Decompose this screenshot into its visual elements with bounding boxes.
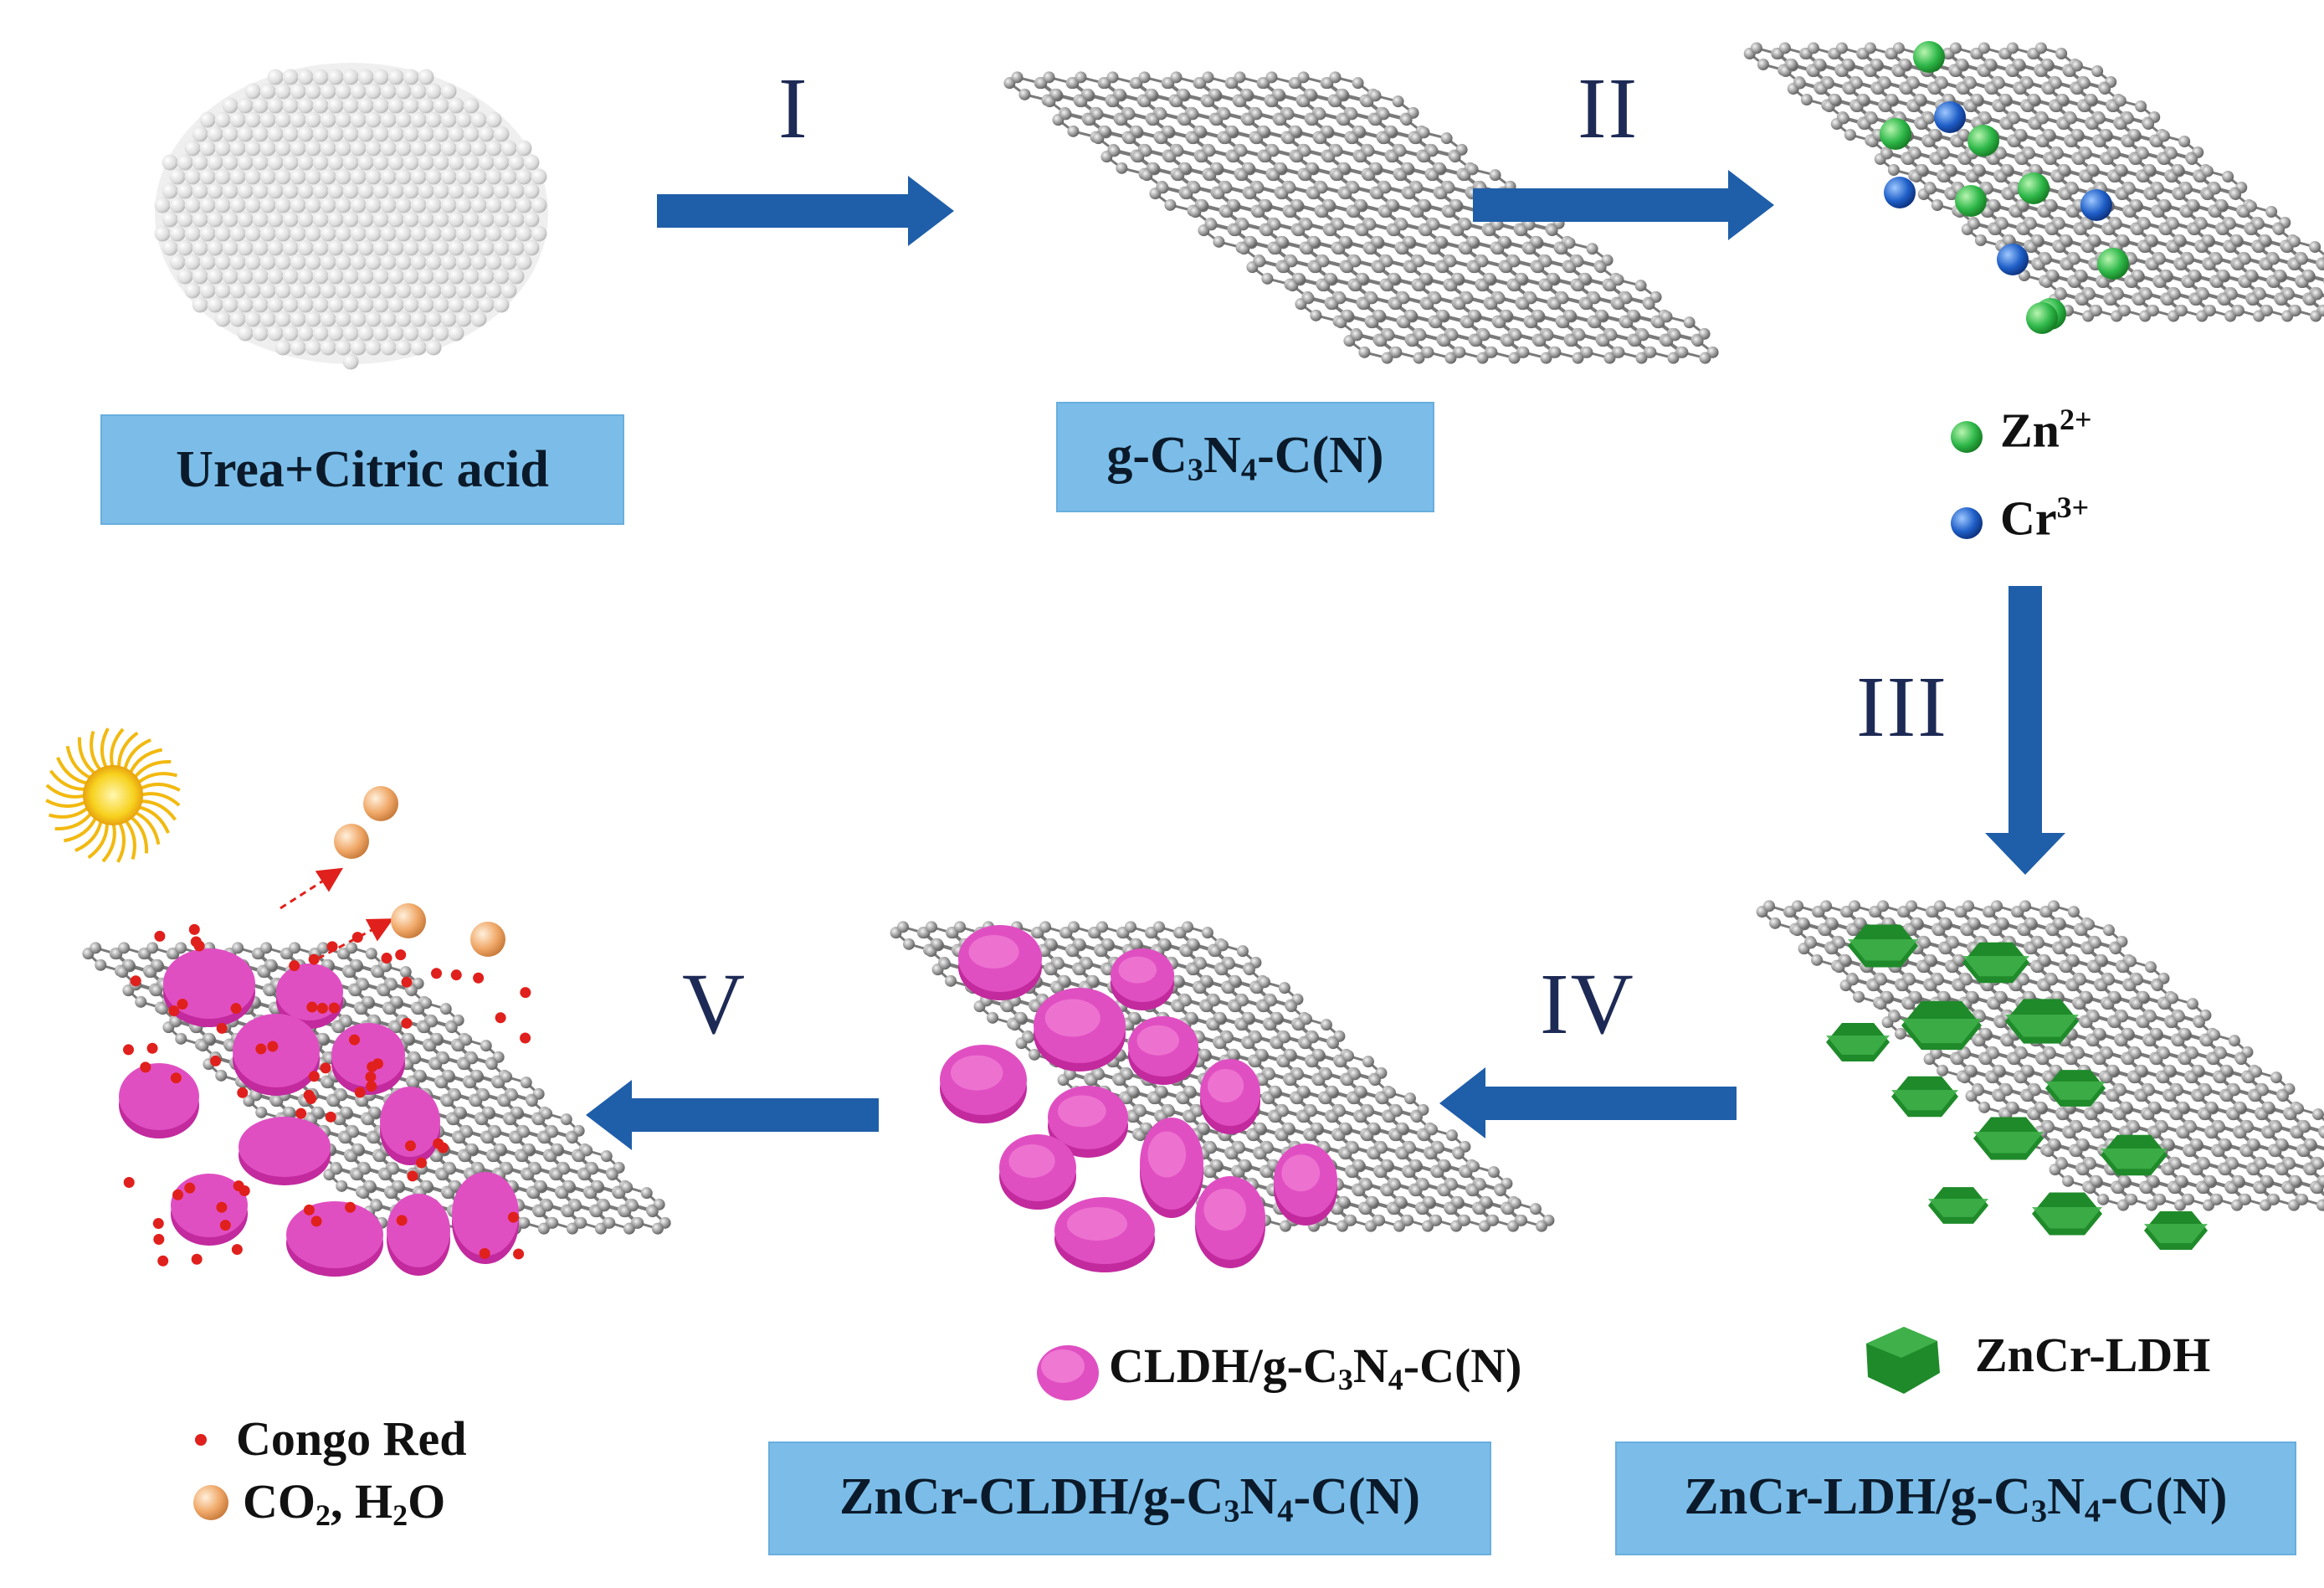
step-V-label: V [682,956,747,1052]
products-legend-icon [193,1485,228,1520]
photocatalysis-sheet [82,923,671,1277]
legend-znCr-ldh: ZnCr-LDH [1975,1328,2211,1382]
cr-ion-legend-icon [1951,507,1983,539]
step-IV-label: IV [1540,956,1635,1052]
legend-zn-ion: Zn2+ [2000,403,2092,458]
ion-loaded-sheet [1743,41,2324,334]
cldh-loaded-sheet [890,921,1555,1272]
stage-label-precursor: Urea+Citric acid [100,414,624,525]
stage-label-gcn: g-C3N4-C(N) [1056,402,1434,512]
arrow-step-IV [1439,1067,1737,1138]
arrow-step-V [586,1080,879,1150]
cldh-legend-icon [1037,1345,1099,1400]
stage-label-gcn-text: g-C3N4-C(N) [1106,426,1384,488]
degradation-arrows [280,867,394,960]
legend-products: CO2, H2O [243,1474,446,1532]
ldh-loaded-sheet [1756,900,2324,1251]
stage-label-cldh-composite-text: ZnCr-CLDH/g-C3N4-C(N) [839,1467,1420,1529]
ldh-legend-icon [1866,1327,1940,1394]
legend-congo-red: Congo Red [236,1411,467,1466]
legend-cldh: CLDH/g-C3N4-C(N) [1109,1339,1522,1396]
stage-label-precursor-text: Urea+Citric acid [176,440,549,498]
arrow-step-III [1985,586,2065,875]
stage-label-ldh-composite-text: ZnCr-LDH/g-C3N4-C(N) [1684,1467,2228,1529]
stage-label-cldh-composite: ZnCr-CLDH/g-C3N4-C(N) [768,1442,1491,1555]
g-c3n4-sheet [1003,71,1719,364]
legend-cr-ion: Cr3+ [2000,491,2090,546]
congo-red-legend-icon [195,1434,207,1446]
stage-label-ldh-composite: ZnCr-LDH/g-C3N4-C(N) [1615,1442,2296,1555]
product-spheres [334,786,505,957]
arrow-step-II [1473,170,1774,240]
zn-ion-legend-icon [1951,421,1983,453]
step-III-label: III [1856,659,1948,755]
precursor-bead-cluster [154,63,548,370]
sun-icon [45,727,181,863]
step-II-label: II [1578,60,1639,157]
arrow-step-I [657,176,954,246]
step-I-label: I [778,60,809,157]
